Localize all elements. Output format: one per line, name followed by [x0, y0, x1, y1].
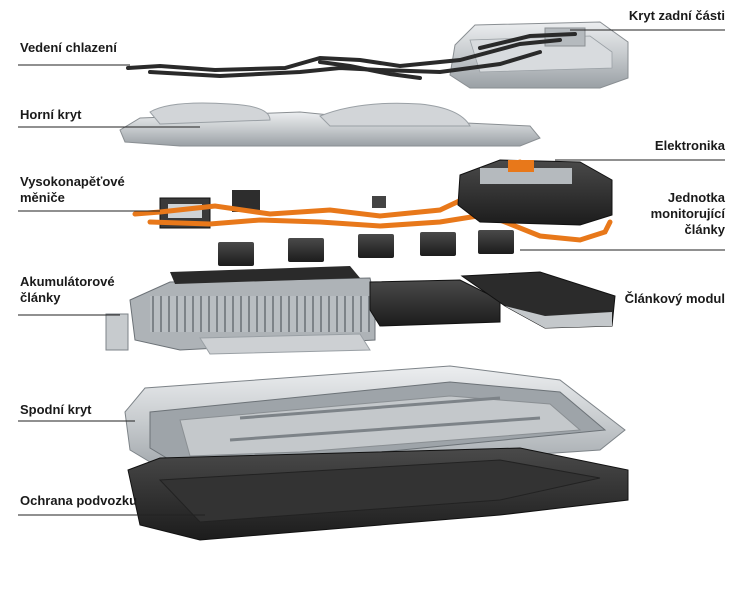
label-cell-module: Článkový modul	[624, 291, 725, 306]
electronics-part	[457, 159, 613, 226]
underbody-protection-part	[127, 447, 629, 541]
label-battery-cells-line1: Akumulátorové	[20, 274, 115, 289]
label-cell-monitoring: Jednotka monitorující články	[651, 190, 725, 238]
label-hv-converters: Vysokonapěťové měniče	[20, 174, 125, 206]
bottom-cover-part	[124, 365, 626, 481]
label-cell-monitoring-line1: Jednotka	[667, 190, 725, 205]
label-bottom-cover: Spodní kryt	[20, 402, 92, 417]
label-hv-converters-line1: Vysokonapěťové	[20, 174, 125, 189]
leader-lines	[18, 29, 725, 516]
label-underbody-protection: Ochrana podvozku	[20, 493, 138, 508]
label-top-cover: Horní kryt	[20, 107, 82, 122]
label-cell-monitoring-line3: články	[684, 222, 725, 237]
cell-monitoring-units	[218, 230, 514, 266]
cell-module-part	[369, 271, 616, 329]
label-hv-converters-line2: měniče	[20, 190, 65, 205]
cooling-lines-part	[126, 32, 577, 80]
label-battery-cells-line2: články	[20, 290, 61, 305]
label-cell-monitoring-line2: monitorující	[650, 206, 725, 221]
label-battery-cells: Akumulátorové články	[20, 274, 115, 306]
top-cover-part	[119, 102, 541, 147]
label-cooling-lines: Vedení chlazení	[20, 40, 117, 55]
label-electronics: Elektronika	[654, 138, 725, 153]
battery-cells-part	[105, 266, 376, 355]
label-rear-cover: Kryt zadní části	[628, 8, 725, 23]
